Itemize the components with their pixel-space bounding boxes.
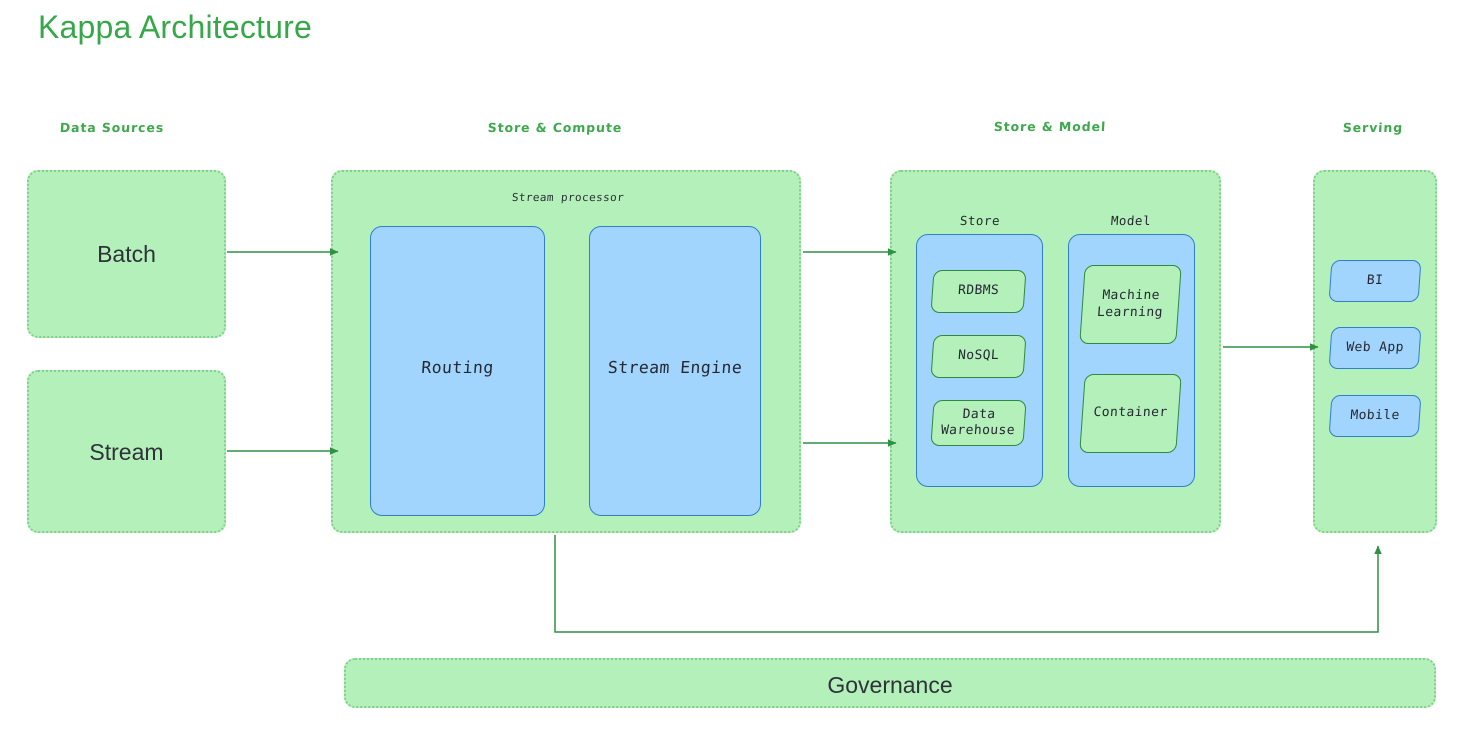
column-heading-store-compute: Store & Compute: [487, 120, 623, 135]
governance-bar[interactable]: Governance: [344, 658, 1436, 708]
panel-stream-engine[interactable]: Stream Engine: [589, 226, 761, 516]
chip-mobile[interactable]: Mobile: [1328, 395, 1422, 437]
chip-bi[interactable]: BI: [1328, 260, 1422, 302]
page-title: Kappa Architecture: [38, 9, 312, 45]
column-heading-serving: Serving: [1342, 120, 1404, 135]
chip-machine-learning[interactable]: Machine Learning: [1079, 265, 1182, 344]
chip-rdbms[interactable]: RDBMS: [930, 270, 1027, 313]
chip-data-warehouse[interactable]: Data Warehouse: [930, 400, 1027, 446]
stream-processor-caption: Stream processor: [511, 191, 625, 204]
data-source-batch-label: Batch: [97, 241, 156, 267]
arrow-feedback-loop: [554, 535, 1382, 633]
chip-container[interactable]: Container: [1079, 374, 1182, 453]
data-source-stream[interactable]: Stream: [27, 370, 226, 533]
panel-routing-label: Routing: [420, 358, 495, 377]
panel-routing[interactable]: Routing: [370, 226, 545, 516]
governance-label: Governance: [827, 672, 953, 698]
column-heading-store-model: Store & Model: [993, 119, 1107, 134]
data-source-batch[interactable]: Batch: [27, 170, 226, 338]
chip-nosql[interactable]: NoSQL: [930, 335, 1027, 378]
group-label-model: Model: [1110, 213, 1152, 228]
panel-stream-engine-label: Stream Engine: [607, 358, 743, 377]
data-source-stream-label: Stream: [89, 439, 164, 465]
chip-web-app[interactable]: Web App: [1328, 327, 1422, 369]
group-label-store: Store: [959, 213, 1001, 228]
column-heading-data-sources: Data Sources: [59, 120, 165, 135]
